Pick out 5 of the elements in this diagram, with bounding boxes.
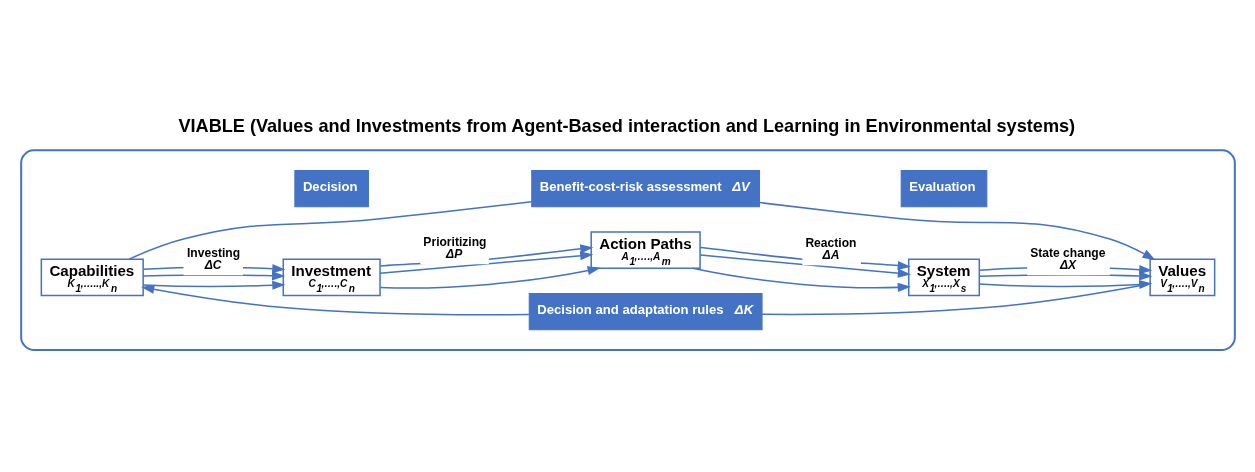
edge-label: Investing ΔC [186, 245, 240, 272]
edge-label: State change ΔX [1029, 245, 1105, 272]
diagram-title: VIABLE (Values and Investments from Agent-Based interaction and Learning in Environmental systems) [177, 115, 1075, 136]
edge-label: Reaction ΔA [804, 235, 856, 262]
edge-label: Prioritizing ΔP [422, 234, 486, 261]
